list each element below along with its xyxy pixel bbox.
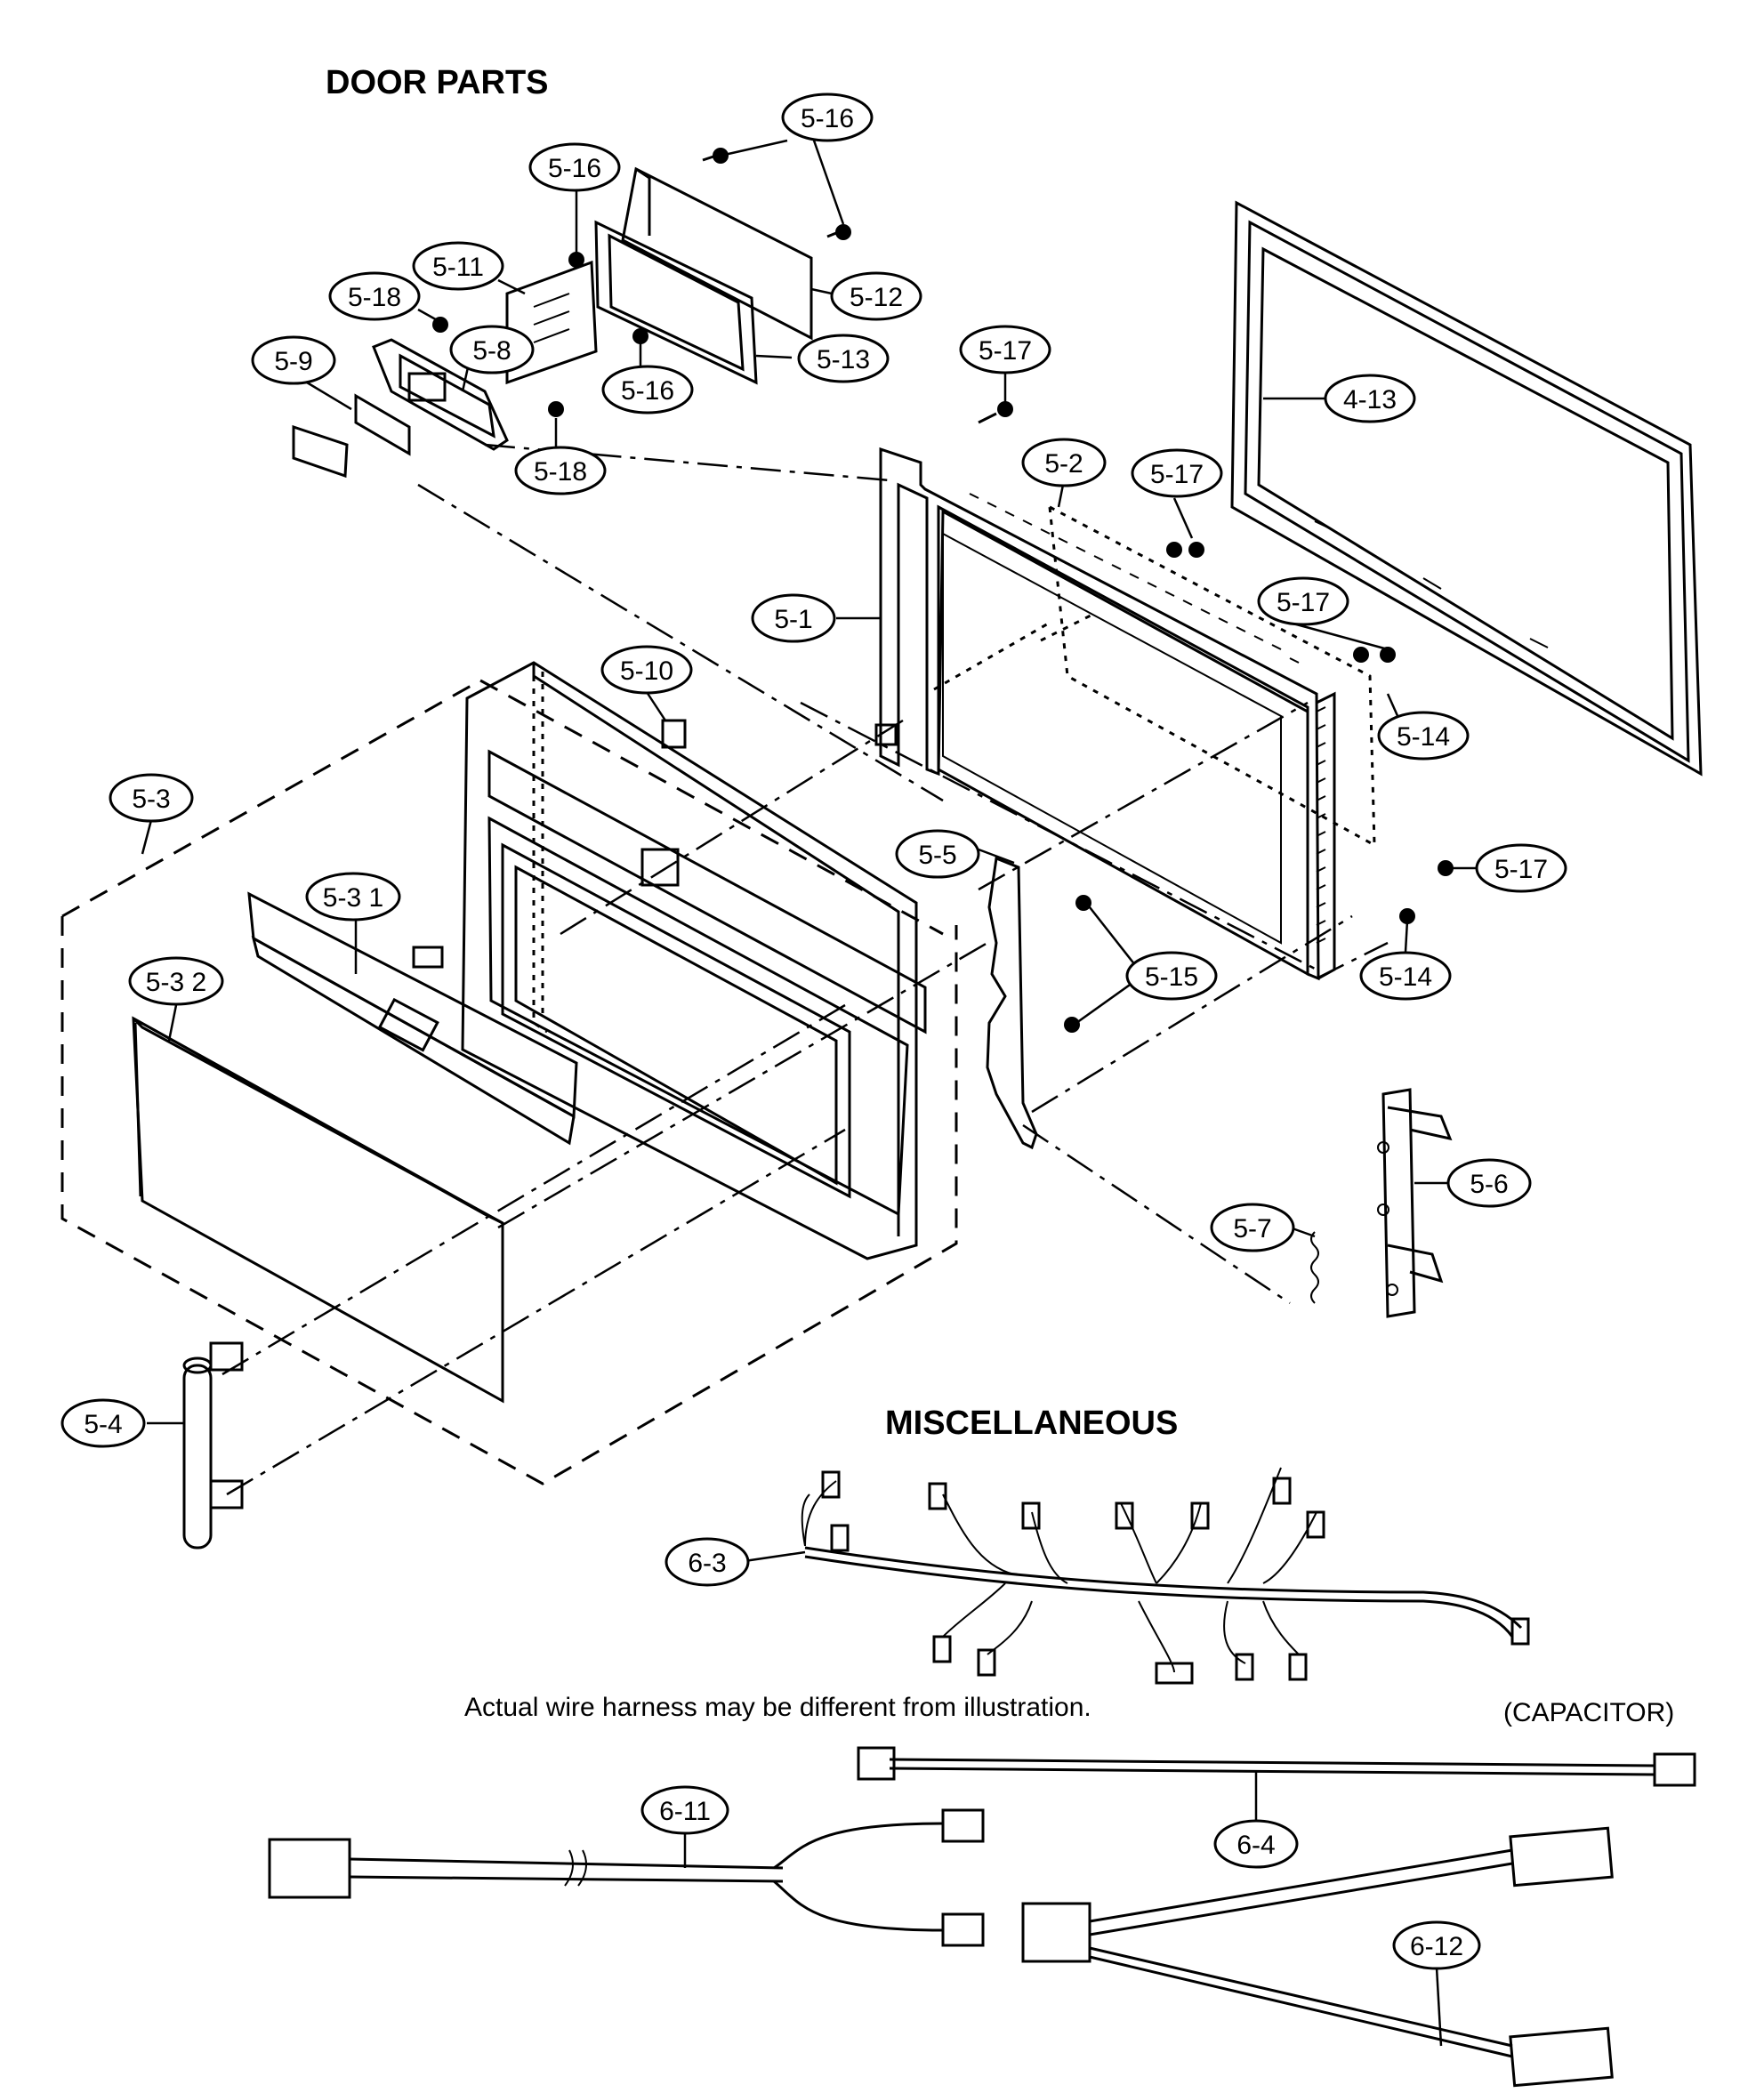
callout-5-11: 5-11 [412, 241, 504, 291]
door-parts-heading: DOOR PARTS [326, 64, 549, 101]
svg-text:6-4: 6-4 [1236, 1831, 1275, 1860]
svg-text:5-3 1: 5-3 1 [323, 883, 383, 913]
svg-text:5-17: 5-17 [1277, 588, 1330, 617]
svg-text:5-12: 5-12 [850, 283, 903, 312]
svg-text:4-13: 4-13 [1343, 385, 1397, 415]
callout-5-3: 5-3 [109, 773, 194, 823]
callout-leaders [141, 139, 1477, 2047]
svg-text:5-6: 5-6 [1470, 1170, 1508, 1199]
control-panel-part [132, 1016, 504, 1404]
svg-text:5-16: 5-16 [548, 154, 601, 183]
svg-text:5-11: 5-11 [432, 253, 484, 282]
callout-5-12: 5-12 [830, 271, 922, 321]
callout-6-4: 6-4 [1213, 1819, 1299, 1869]
callout-6-12: 6-12 [1392, 1920, 1481, 1970]
capacitor-harness-part [1021, 1826, 1614, 2088]
callout-4-13: 4-13 [1324, 374, 1416, 423]
svg-text:5-17: 5-17 [1494, 855, 1548, 884]
capacitor-wire-part [857, 1746, 1696, 1787]
callout-5-16-b: 5-16 [528, 142, 621, 192]
capacitor-note: (CAPACITOR) [1503, 1698, 1674, 1727]
svg-text:5-7: 5-7 [1233, 1214, 1271, 1244]
svg-text:5-9: 5-9 [274, 347, 312, 376]
callout-5-9: 5-9 [251, 335, 336, 385]
svg-text:5-15: 5-15 [1145, 962, 1198, 992]
callout-5-17-b: 5-17 [1131, 448, 1223, 498]
svg-text:5-18: 5-18 [534, 457, 587, 487]
latch-hook-part [986, 856, 1038, 1150]
callout-5-14-b: 5-14 [1359, 951, 1452, 1001]
switch-holder-assembly-part [292, 148, 1454, 1033]
callout-6-3: 6-3 [665, 1537, 750, 1587]
svg-text:5-3 2: 5-3 2 [146, 968, 206, 997]
callout-5-5: 5-5 [895, 829, 980, 879]
svg-text:5-4: 5-4 [84, 1410, 122, 1439]
callout-5-7: 5-7 [1210, 1203, 1295, 1252]
callout-5-3-1: 5-3 1 [305, 872, 401, 922]
door-seal-part [1230, 200, 1703, 777]
callout-5-4: 5-4 [60, 1398, 146, 1448]
door-frame-part [874, 447, 1336, 981]
svg-text:5-17: 5-17 [1150, 460, 1204, 489]
svg-text:5-2: 5-2 [1044, 449, 1083, 479]
svg-text:5-14: 5-14 [1379, 962, 1432, 992]
svg-text:6-11: 6-11 [659, 1797, 711, 1826]
callout-6-11: 6-11 [640, 1785, 729, 1835]
callout-5-17-a: 5-17 [959, 325, 1051, 374]
svg-text:5-8: 5-8 [472, 336, 511, 366]
main-wire-harness-part [801, 1467, 1530, 1685]
callout-5-8: 5-8 [449, 325, 535, 374]
callout-5-17-c: 5-17 [1257, 576, 1349, 626]
callouts: 5-16 5-16 5-11 5-12 5-18 5-8 5-13 5-9 [60, 93, 1567, 1970]
callout-5-6: 5-6 [1446, 1158, 1532, 1208]
callout-5-17-d: 5-17 [1475, 843, 1567, 893]
door-frame-slots [969, 493, 1326, 944]
svg-text:5-14: 5-14 [1397, 722, 1450, 752]
latch-rail-part [1377, 1088, 1453, 1318]
callout-5-13: 5-13 [797, 334, 890, 383]
miscellaneous-heading: MISCELLANEOUS [885, 1405, 1178, 1442]
callout-5-10: 5-10 [600, 645, 693, 695]
svg-text:5-16: 5-16 [621, 376, 674, 406]
svg-text:5-13: 5-13 [817, 345, 870, 374]
lead-wire-harness-part [268, 1808, 985, 1947]
svg-text:5-18: 5-18 [348, 283, 401, 312]
choke-cover-part [933, 505, 1376, 848]
callout-5-18-a: 5-18 [328, 271, 421, 321]
callout-5-14-a: 5-14 [1377, 711, 1470, 761]
callout-5-15: 5-15 [1125, 951, 1218, 1001]
callout-5-3-2: 5-3 2 [128, 956, 224, 1006]
svg-text:5-16: 5-16 [801, 104, 854, 133]
callout-5-16-c: 5-16 [601, 365, 694, 415]
svg-text:5-1: 5-1 [774, 605, 812, 634]
latch-spring-part [1310, 1231, 1319, 1304]
callout-5-18-b: 5-18 [514, 446, 607, 495]
svg-text:5-3: 5-3 [132, 785, 170, 814]
screw-icons [432, 148, 1454, 1033]
svg-text:5-10: 5-10 [620, 656, 673, 686]
callout-5-16-a: 5-16 [781, 93, 874, 142]
svg-text:6-3: 6-3 [688, 1549, 726, 1578]
wire-harness-note: Actual wire harness may be different fro… [464, 1693, 1091, 1722]
callout-5-1: 5-1 [751, 593, 836, 643]
key-sheet-part [247, 891, 578, 1146]
door-handle-part [182, 1341, 244, 1550]
svg-text:6-12: 6-12 [1410, 1932, 1463, 1961]
callout-5-2: 5-2 [1021, 438, 1107, 487]
outer-door-panel-part [461, 661, 927, 1260]
svg-text:5-5: 5-5 [918, 841, 956, 870]
svg-text:5-17: 5-17 [979, 336, 1032, 366]
terminal-icons [821, 1470, 1530, 1685]
alignment-lines [222, 443, 1389, 1496]
control-panel-assembly-boundary [60, 679, 958, 1485]
